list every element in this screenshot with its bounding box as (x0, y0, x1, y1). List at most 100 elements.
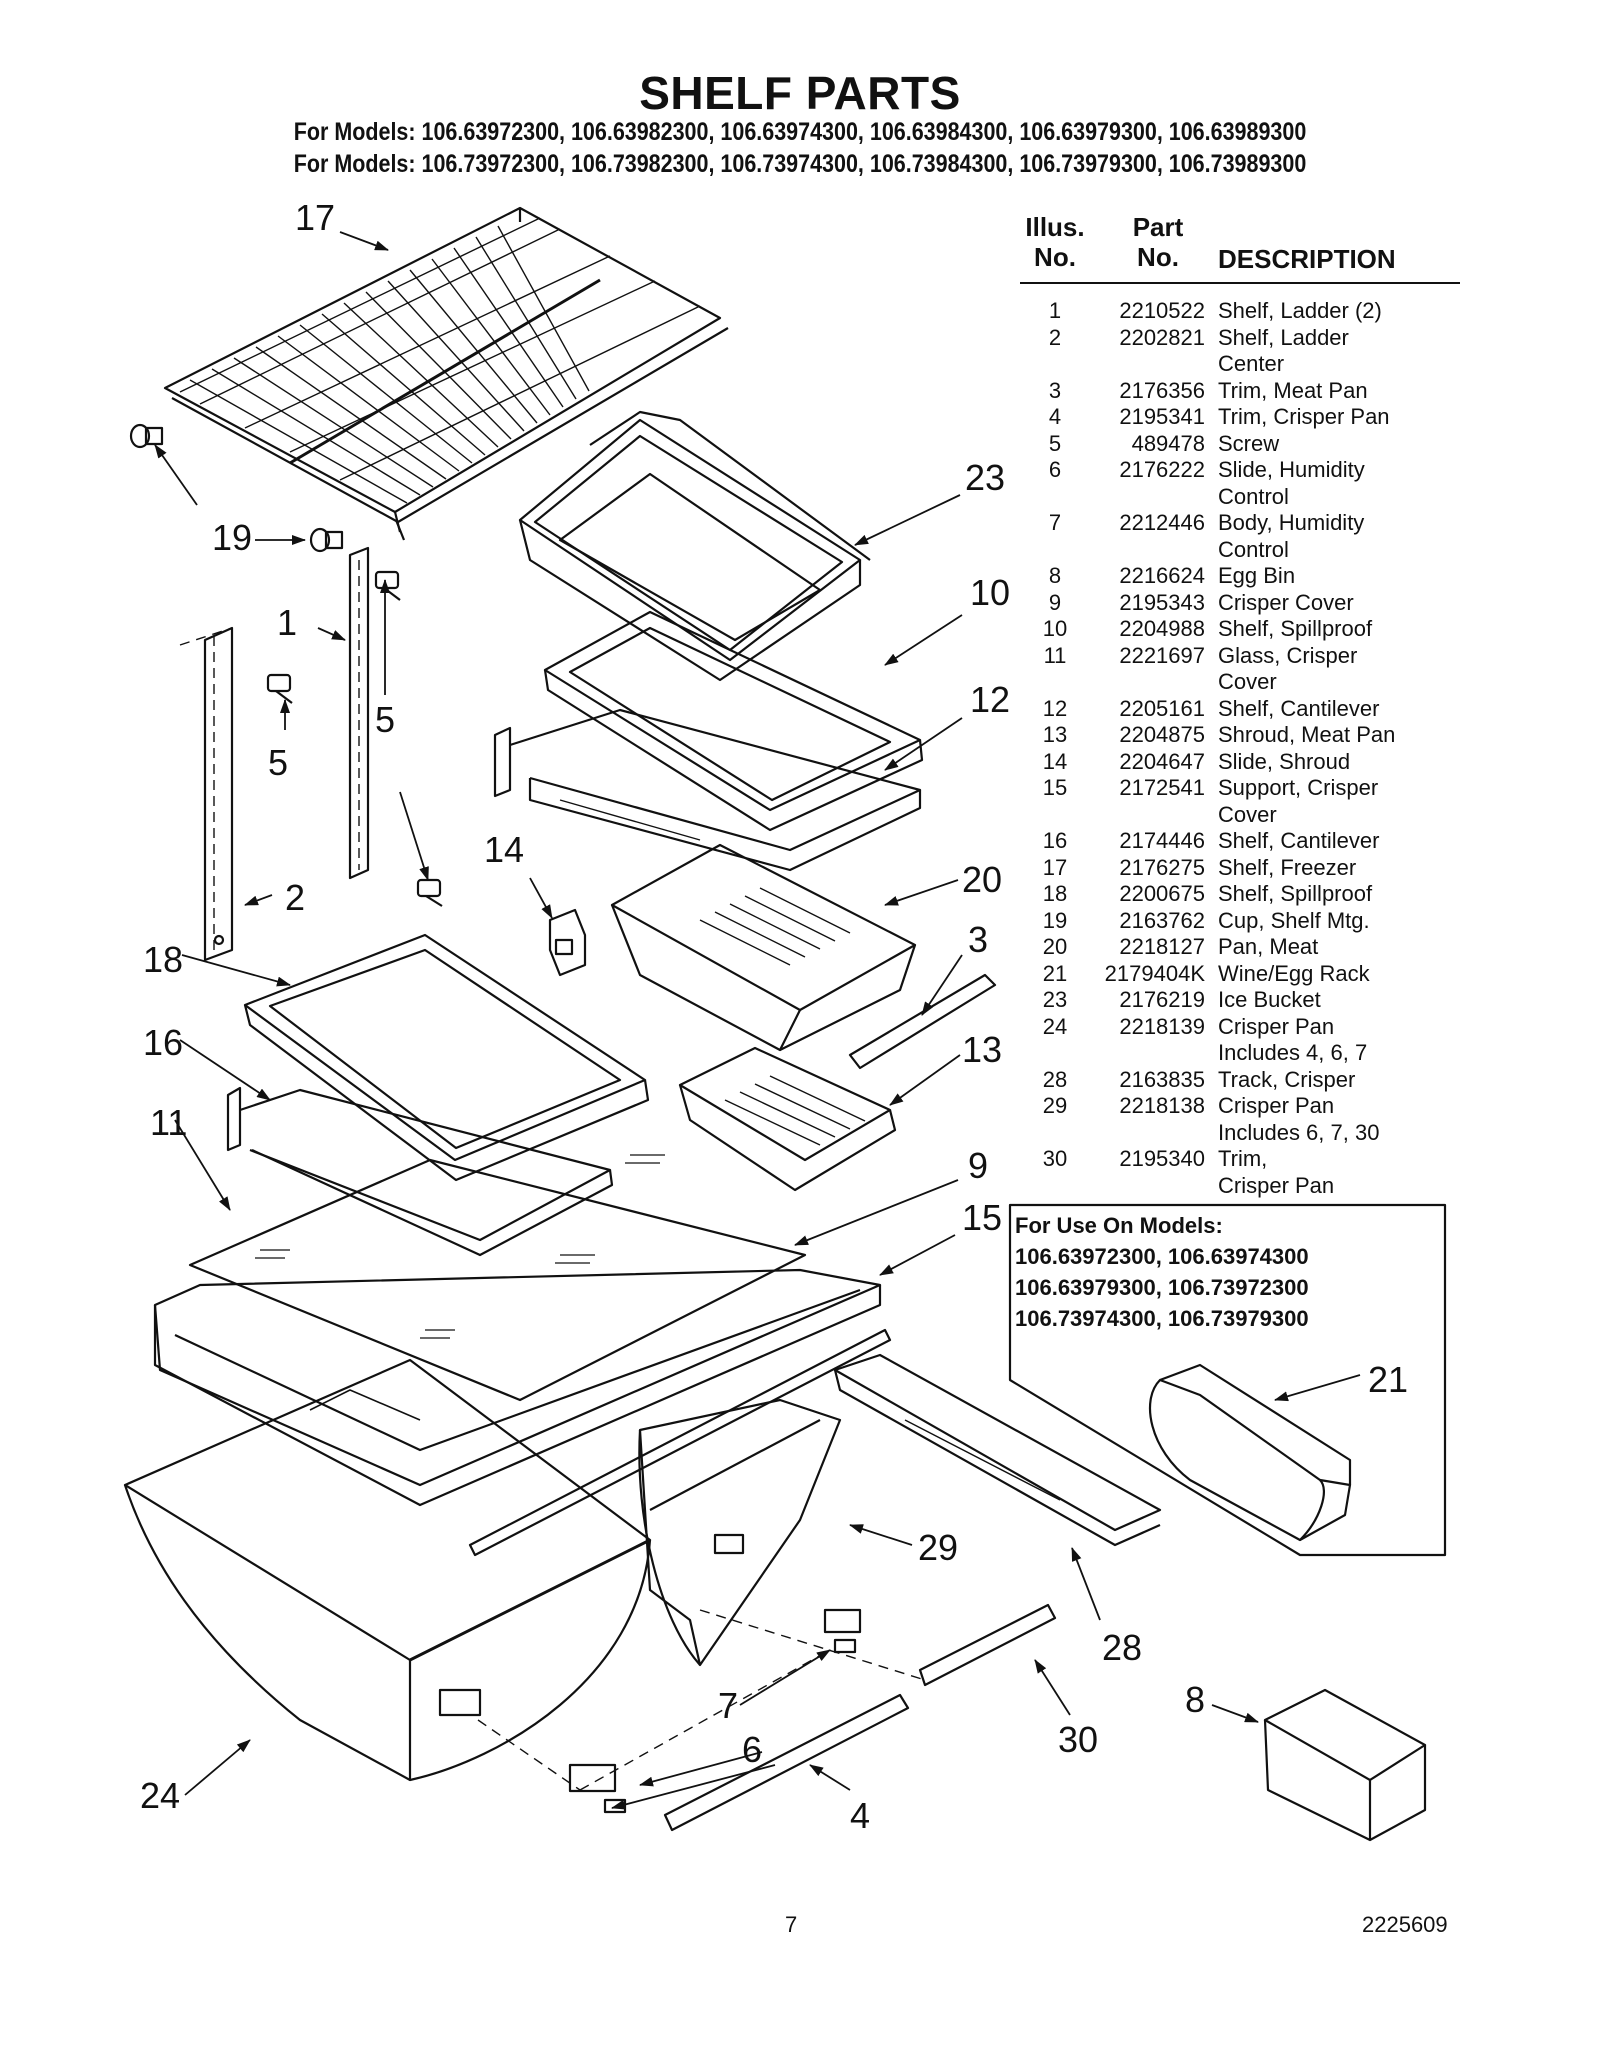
callout-9: 9 (968, 1145, 988, 1186)
description-cell: Screw (1218, 430, 1280, 456)
part-header-line2: No. (1137, 242, 1179, 272)
illus-no-cell: 21 (1042, 960, 1068, 986)
part-no-cell: 2163835 (1119, 1066, 1205, 1092)
callout-leaders (154, 231, 1361, 1810)
callout-11: 11 (150, 1102, 187, 1143)
crisper-trim-part-4 (663, 1693, 910, 1832)
description-cell: Glass, Crisper Cover (1218, 642, 1358, 695)
part-no-cell: 2174446 (1119, 828, 1205, 853)
illus-no-cell: 30 (1042, 1146, 1068, 1171)
callout-28: 28 (1102, 1627, 1142, 1668)
use-on-line-3: 106.73974300, 106.73979300 (1015, 1306, 1309, 1331)
callout-18: 18 (143, 939, 183, 980)
part-no-cell: 2204647 (1119, 748, 1205, 774)
illus-no-cell: 20 (1042, 934, 1068, 959)
part-no-header: Part No. (1118, 212, 1198, 272)
callout-10: 10 (970, 572, 1010, 613)
illus-no-cell: 1 (1048, 298, 1062, 323)
part-no-cell: 2218139 (1119, 1013, 1205, 1039)
meat-pan-shroud-part-13 (678, 1046, 897, 1192)
callout-13: 13 (962, 1029, 1002, 1070)
cantilever-shelf-part-12 (493, 708, 922, 872)
description-cell: Crisper Pan Includes 4, 6, 7 (1218, 1013, 1368, 1066)
part-no-cell: 2176275 (1119, 854, 1205, 880)
parts-table-row: 15 2172541 Support, Crisper Cover (1020, 775, 1460, 828)
callout-16: 16 (143, 1022, 183, 1063)
part-no-cell: 2202821 (1119, 324, 1205, 350)
callout-7: 7 (718, 1685, 738, 1726)
part-no-cell: 2195341 (1119, 404, 1205, 429)
description-cell: Shelf, Ladder (2) (1218, 298, 1382, 323)
spillproof-shelf-part-10 (543, 610, 924, 832)
illus-no-cell: 18 (1042, 881, 1068, 906)
callout-5a: 5 (375, 699, 395, 740)
ladder-shelf-part-1 (348, 546, 370, 880)
illus-header-line1: Illus. (1025, 212, 1085, 242)
crisper-pan-part-29 (638, 1398, 842, 1667)
crisper-pan-part-24 (123, 1358, 652, 1782)
description-cell: Shelf, Ladder Center (1218, 324, 1349, 377)
illus-no-cell: 24 (1042, 1013, 1068, 1039)
crisper-cover-support-part-15 (468, 1328, 892, 1557)
part-no-cell: 2204875 (1119, 722, 1205, 747)
callout-30: 30 (1058, 1719, 1098, 1760)
callout-8: 8 (1185, 1679, 1205, 1720)
part-no-cell: 2200675 (1119, 881, 1205, 906)
illus-no-cell: 14 (1042, 748, 1068, 774)
wine-egg-rack-part-21 (1148, 1363, 1352, 1542)
illus-no-cell: 9 (1048, 589, 1062, 615)
description-cell: Shelf, Cantilever (1218, 695, 1380, 721)
illus-no-cell: 8 (1048, 563, 1062, 588)
document-number: 2225609 (1362, 1912, 1448, 1937)
part-header-line1: Part (1132, 212, 1184, 242)
callout-17: 17 (295, 197, 335, 238)
description-cell: Ice Bucket (1218, 987, 1321, 1012)
description-cell: Shelf, Spillproof (1218, 881, 1373, 906)
illus-no-cell: 19 (1042, 907, 1068, 933)
callout-14: 14 (484, 829, 524, 870)
description-cell: Shroud, Meat Pan (1218, 722, 1396, 747)
illus-no-cell: 6 (1048, 457, 1062, 482)
description-cell: Support, Crisper Cover (1218, 775, 1379, 827)
egg-bin-part-8 (1263, 1688, 1427, 1842)
crisper-pan-trim-part-30 (918, 1603, 1057, 1687)
parts-table-row: 24 2218139 Crisper Pan Includes 4, 6, 7 (1020, 1014, 1460, 1067)
callout-19: 19 (212, 517, 252, 558)
use-on-line-2: 106.63979300, 106.73972300 (1015, 1275, 1309, 1300)
models-line-1: For Models: 106.63972300, 106.63982300, … (293, 118, 1307, 146)
illus-no-cell: 16 (1042, 828, 1068, 853)
meat-pan-trim-part-3 (848, 973, 997, 1070)
description-cell: Shelf, Freezer (1218, 854, 1357, 880)
illus-no-cell: 15 (1042, 775, 1068, 800)
description-cell: Slide, Humidity Control (1218, 457, 1365, 509)
illus-no-header: Illus. No. (1020, 212, 1090, 272)
illus-no-cell: 13 (1042, 722, 1068, 747)
crisper-track-part-28 (833, 1353, 1162, 1547)
callout-23: 23 (965, 457, 1005, 498)
parts-table-row: 18 2200675 Shelf, Spillproof (1020, 881, 1460, 908)
part-no-cell: 2212446 (1119, 510, 1205, 535)
part-no-cell: 2205161 (1119, 695, 1205, 721)
part-no-cell: 2204988 (1119, 616, 1205, 641)
part-no-cell: 2195340 (1119, 1146, 1205, 1171)
callout-12: 12 (970, 679, 1010, 720)
part-no-cell: 2221697 (1119, 642, 1205, 668)
part-no-cell: 2176219 (1119, 987, 1205, 1012)
models-line-2: For Models: 106.73972300, 106.73982300, … (293, 150, 1307, 178)
description-cell: Cup, Shelf Mtg. (1218, 907, 1370, 933)
illus-no-cell: 23 (1042, 987, 1068, 1012)
ice-bucket-part-23 (518, 410, 871, 682)
parts-table-row: 13 2204875 Shroud, Meat Pan (1020, 722, 1460, 749)
part-no-cell: 2172541 (1119, 775, 1205, 800)
